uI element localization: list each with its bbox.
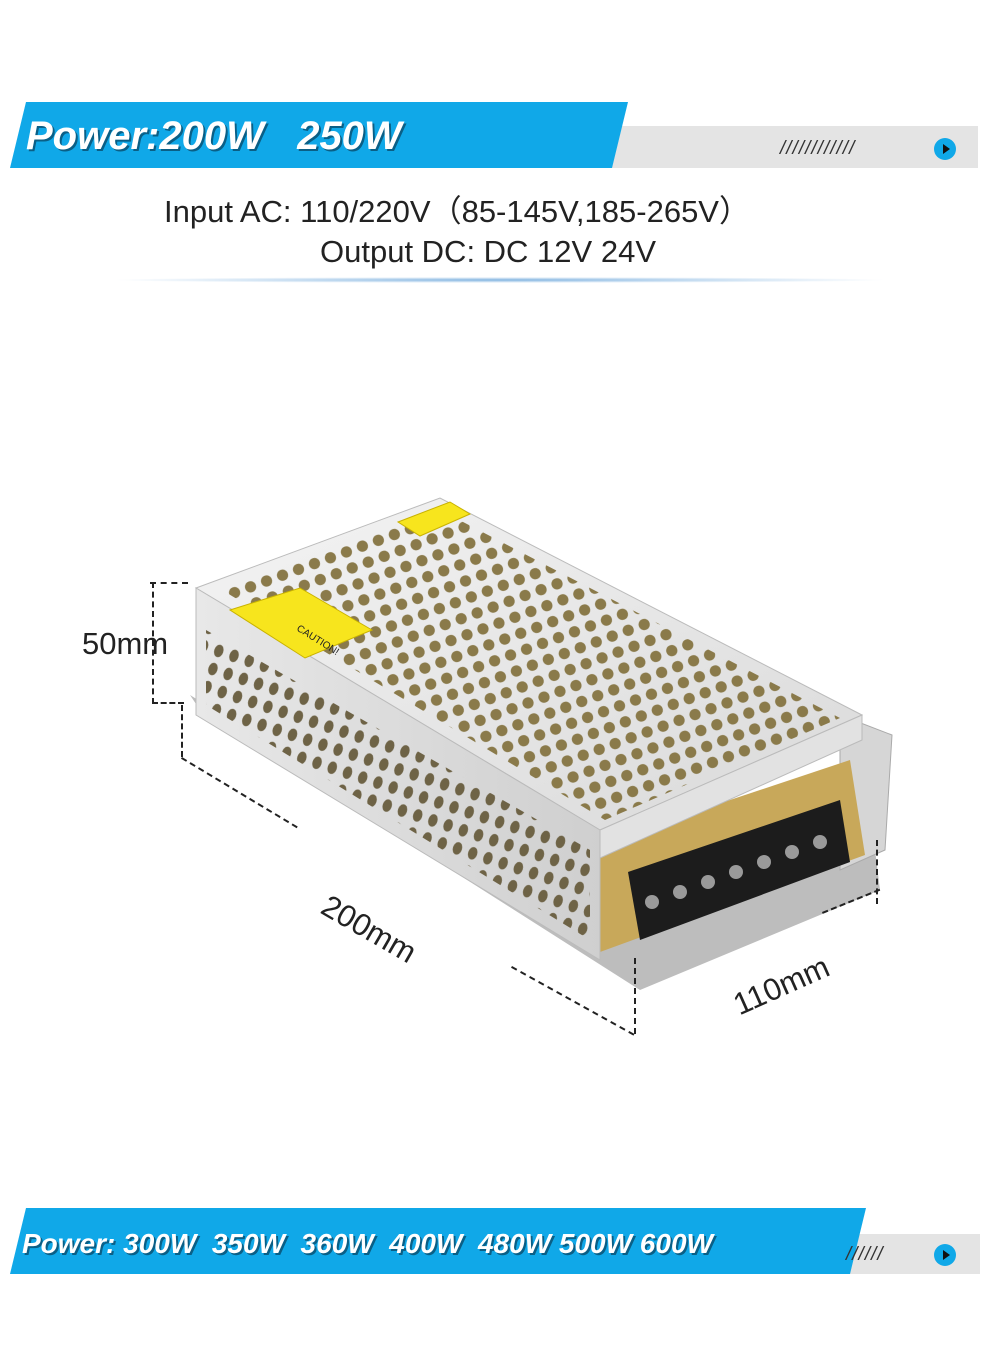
base-plate — [190, 695, 880, 990]
top-banner: Power:200W 250W //////////// — [0, 102, 990, 168]
dimension-height: 50mm — [82, 626, 169, 661]
bottom-banner-title: Power: 300W 350W 360W 400W 480W 500W 600… — [22, 1228, 713, 1260]
height-line-bottom — [152, 702, 184, 704]
top-banner-slashes: //////////// — [780, 138, 856, 159]
output-dc-spec: Output DC: DC 12V 24V — [320, 234, 656, 269]
front-rim — [599, 714, 863, 859]
bottom-banner-grey-strip — [840, 1234, 980, 1274]
height-line-top — [150, 582, 188, 584]
height-line-vertical — [152, 582, 154, 704]
power-supply-image: CAUTION! — [190, 497, 893, 990]
top-banner-title: Power:200W 250W — [26, 114, 402, 159]
caution-label-small — [396, 501, 472, 537]
top-banner-blue-strip — [10, 102, 628, 168]
top-banner-label: Power: — [26, 114, 160, 158]
bottom-banner-slashes: ////// — [846, 1244, 884, 1265]
top-banner-grey-strip — [608, 126, 978, 168]
bottom-banner-values: 300W 350W 360W 400W 480W 500W 600W — [123, 1228, 713, 1259]
side-face-holes — [206, 630, 590, 940]
bottom-banner-arrow-icon[interactable] — [934, 1244, 956, 1266]
length-line-vertical — [181, 705, 183, 757]
top-banner-values: 200W 250W — [159, 114, 402, 158]
bottom-banner: Power: 300W 350W 360W 400W 480W 500W 600… — [0, 1208, 990, 1274]
top-banner-arrow-icon[interactable] — [934, 138, 956, 160]
caution-label — [228, 587, 374, 659]
bottom-banner-label: Power: — [22, 1228, 116, 1259]
input-ac-spec: Input AC: 110/220V（85-145V,185-265V） — [164, 194, 750, 229]
top-face-holes — [222, 510, 840, 820]
terminal-screws — [645, 835, 827, 909]
bottom-banner-blue-strip — [10, 1208, 866, 1274]
spec-divider — [110, 277, 890, 283]
width-line-vertical-right — [876, 840, 878, 904]
width-line-vertical-left — [634, 958, 636, 1034]
